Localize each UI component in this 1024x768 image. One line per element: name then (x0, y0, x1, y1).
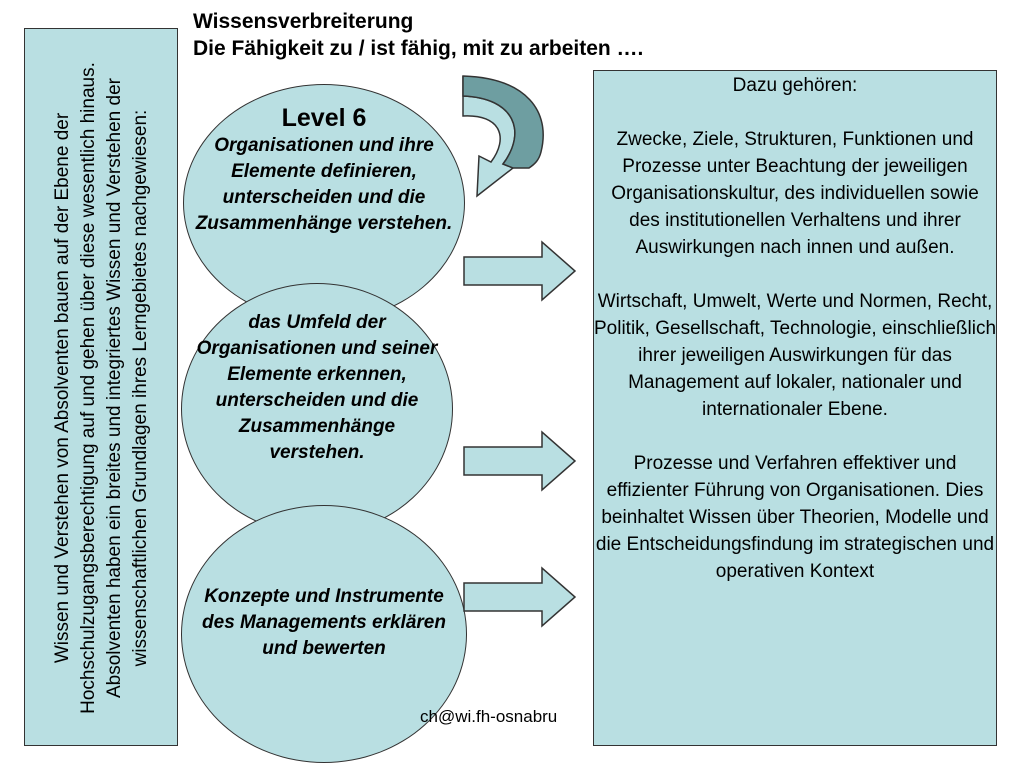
curved-arrow-icon (462, 75, 544, 198)
title-line-2: Die Fähigkeit zu / ist fähig, mit zu arb… (193, 37, 644, 60)
right-details-box: Dazu gehören: Zwecke, Ziele, Strukturen,… (593, 70, 997, 746)
details-paragraph-1: Zwecke, Ziele, Strukturen, Funktionen un… (611, 129, 979, 258)
level6-circle: Level 6 Organisationen und ihre Elemente… (183, 84, 465, 322)
management-circle: Konzepte und Instrumente des Managements… (181, 505, 467, 763)
left-description-text: Wissen und Verstehen von Absolventen bau… (52, 62, 151, 714)
environment-circle-text: das Umfeld der Organisationen und seiner… (196, 312, 438, 463)
environment-circle: das Umfeld der Organisationen und seiner… (181, 283, 453, 535)
right-arrow-icon (463, 430, 577, 492)
details-paragraph-2: Wirtschaft, Umwelt, Werte und Normen, Re… (594, 291, 997, 420)
level-label: Level 6 (281, 104, 367, 132)
right-arrow-icon (463, 240, 577, 302)
left-description-box: Wissen und Verstehen von Absolventen bau… (24, 28, 178, 746)
footer-email: ch@wi.fh-osnabru (420, 707, 558, 726)
title-line-1: Wissensverbreiterung (193, 10, 414, 33)
right-arrow-icon (463, 566, 577, 628)
slide-title: Wissensverbreiterung Die Fähigkeit zu / … (193, 8, 643, 62)
management-circle-text: Konzepte und Instrumente des Managements… (202, 586, 446, 659)
details-heading: Dazu gehören: (732, 75, 858, 96)
details-paragraph-3: Prozesse und Verfahren effektiver und ef… (595, 453, 995, 582)
level6-circle-text: Organisationen und ihre Elemente definie… (195, 135, 453, 234)
